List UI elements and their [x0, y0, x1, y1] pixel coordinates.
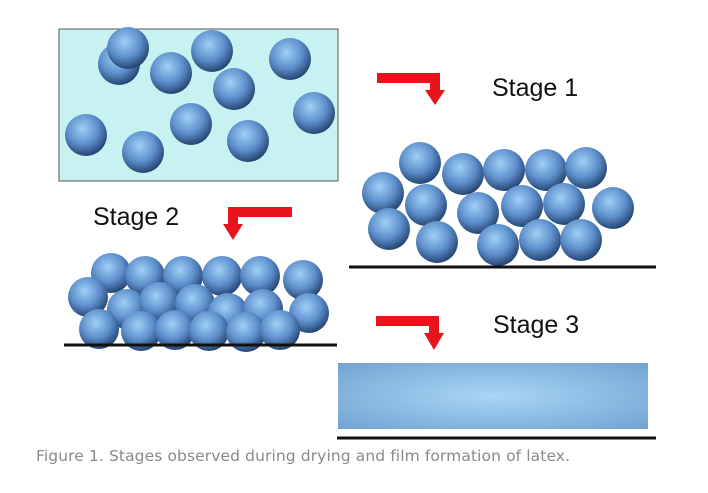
- latex-particle: [227, 120, 269, 162]
- latex-particle: [565, 147, 607, 189]
- latex-particle: [501, 185, 543, 227]
- latex-particle: [155, 310, 195, 350]
- latex-particle: [269, 38, 311, 80]
- latex-particle: [122, 131, 164, 173]
- latex-particle: [68, 277, 108, 317]
- latex-particle: [477, 224, 519, 266]
- latex-particle: [65, 114, 107, 156]
- latex-particle: [416, 221, 458, 263]
- latex-particle: [189, 311, 229, 351]
- latex-particle: [368, 208, 410, 250]
- arrow-to-stage3-icon: [376, 316, 444, 350]
- stage3-label: Stage 3: [487, 309, 586, 341]
- stage2-label: Stage 2: [87, 201, 186, 233]
- latex-particle: [457, 192, 499, 234]
- arrow-to-stage1-icon: [377, 73, 445, 105]
- latex-particle: [560, 219, 602, 261]
- latex-particle: [213, 68, 255, 110]
- latex-particle: [260, 310, 300, 350]
- latex-particle: [170, 103, 212, 145]
- latex-particle: [543, 183, 585, 225]
- latex-particle: [483, 149, 525, 191]
- stage3-panel: [337, 363, 656, 440]
- arrow-to-stage2-icon: [223, 207, 292, 240]
- latex-particle: [525, 149, 567, 191]
- figure-caption: Figure 1. Stages observed during drying …: [36, 447, 571, 465]
- latex-particle: [289, 293, 329, 333]
- latex-particle: [79, 309, 119, 349]
- latex-particle: [107, 27, 149, 69]
- stage2-particles: [68, 253, 329, 352]
- latex-particle: [399, 142, 441, 184]
- latex-particle: [150, 52, 192, 94]
- stage1-panel: [349, 142, 656, 269]
- latex-particle: [293, 92, 335, 134]
- latex-particle: [191, 30, 233, 72]
- latex-particle: [226, 312, 266, 352]
- stage1-label: Stage 1: [486, 72, 585, 104]
- latex-particle: [519, 219, 561, 261]
- latex-particle: [283, 260, 323, 300]
- latex-particle: [442, 153, 484, 195]
- latex-particle: [121, 311, 161, 351]
- latex-particle: [240, 256, 280, 296]
- dispersion-panel: [58, 27, 339, 182]
- latex-particle: [202, 256, 242, 296]
- dispersion-particles: [65, 27, 335, 173]
- stage1-particles: [362, 142, 634, 266]
- latex-particle: [362, 172, 404, 214]
- latex-particle: [405, 184, 447, 226]
- latex-particle: [592, 187, 634, 229]
- stage2-panel: [64, 253, 337, 352]
- stage3-film: [338, 363, 648, 429]
